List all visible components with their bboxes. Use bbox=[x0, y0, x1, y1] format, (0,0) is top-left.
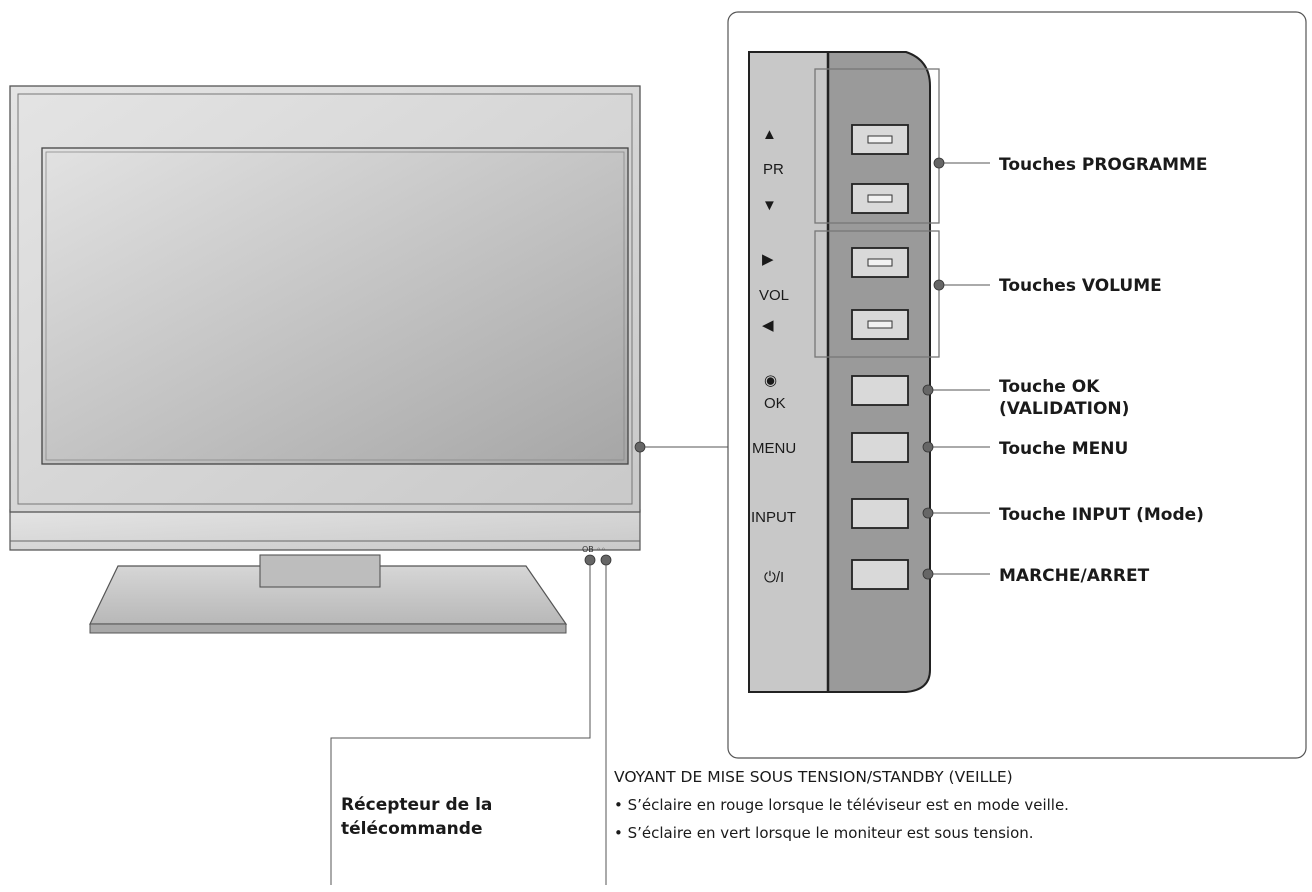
volume-group-box bbox=[814, 230, 940, 358]
callout-input: Touche INPUT (Mode) bbox=[999, 505, 1204, 525]
power-button[interactable] bbox=[851, 559, 909, 590]
television: OB ◦◦ bbox=[9, 85, 740, 634]
callout-dots bbox=[922, 157, 945, 580]
callout-leaders bbox=[926, 162, 990, 575]
power-indicator-bullet-2: • S’éclaire en vert lorsque le moniteur … bbox=[614, 824, 1034, 842]
vol-up-button[interactable] bbox=[851, 247, 909, 278]
pr-down-button[interactable] bbox=[851, 183, 909, 214]
ok-label: OK bbox=[764, 395, 786, 412]
ok-button[interactable] bbox=[851, 375, 909, 406]
power-indicator-dot bbox=[600, 554, 612, 566]
power-label: ⏻/I bbox=[764, 569, 784, 586]
pr-up-arrow: ▲ bbox=[762, 126, 777, 143]
ok-symbol: ◉ bbox=[764, 372, 777, 389]
vol-down-button[interactable] bbox=[851, 309, 909, 340]
pr-label: PR bbox=[763, 161, 784, 178]
callout-menu: Touche MENU bbox=[999, 439, 1128, 459]
pr-down-arrow: ▼ bbox=[762, 197, 777, 214]
tv-stand-neck bbox=[259, 554, 381, 588]
tv-side-callout-dot bbox=[634, 441, 646, 453]
vol-down-arrow: ◀ bbox=[762, 317, 774, 334]
menu-label: MENU bbox=[752, 440, 796, 457]
power-indicator-bullet-1: • S’éclaire en rouge lorsque le télévise… bbox=[614, 796, 1069, 814]
remote-receiver-line1: Récepteur de la bbox=[341, 795, 492, 815]
vol-label: VOL bbox=[759, 287, 789, 304]
input-label: INPUT bbox=[751, 509, 796, 526]
programme-group-box bbox=[814, 68, 940, 224]
power-indicator-title: VOYANT DE MISE SOUS TENSION/STANDBY (VEI… bbox=[614, 768, 1013, 786]
pr-up-button[interactable] bbox=[851, 124, 909, 155]
tv-frame-inner bbox=[17, 93, 633, 505]
tv-indicator-mark: OB ◦◦ bbox=[582, 545, 606, 554]
callout-volume: Touches VOLUME bbox=[999, 276, 1162, 296]
tv-stand-base-edge bbox=[89, 623, 567, 634]
tv-screen bbox=[41, 147, 629, 465]
panel-light-strip bbox=[748, 51, 829, 693]
tv-screen-border bbox=[45, 151, 625, 461]
input-button[interactable] bbox=[851, 498, 909, 529]
callout-ok-line2: (VALIDATION) bbox=[999, 399, 1129, 419]
remote-receiver-line2: télécommande bbox=[341, 819, 482, 839]
menu-button[interactable] bbox=[851, 432, 909, 463]
remote-receiver-dot bbox=[584, 554, 596, 566]
callout-programme: Touches PROGRAMME bbox=[999, 155, 1208, 175]
callout-power: MARCHE/ARRET bbox=[999, 566, 1150, 586]
vol-up-arrow: ▶ bbox=[762, 251, 774, 268]
remote-receiver-leader bbox=[330, 565, 591, 885]
callout-ok-line1: Touche OK bbox=[999, 377, 1100, 397]
tv-bottom-bar bbox=[9, 509, 641, 551]
